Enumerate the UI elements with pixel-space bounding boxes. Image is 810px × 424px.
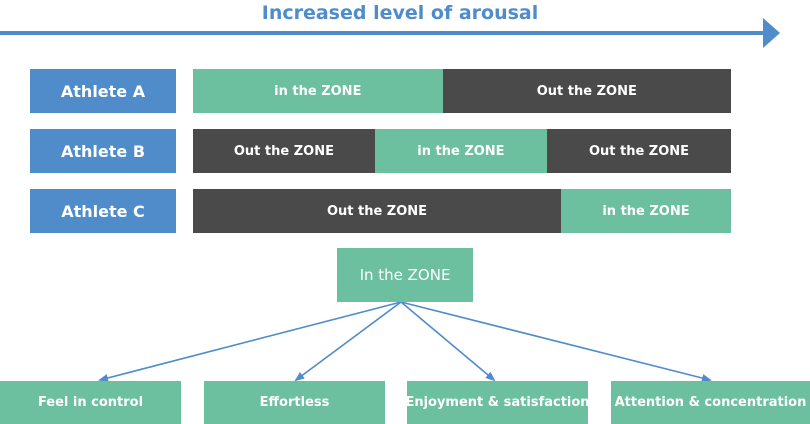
arousal-axis-title: Increased level of arousal xyxy=(261,2,539,24)
arousal-arrow-head xyxy=(763,18,780,48)
athlete-a-label: Athlete A xyxy=(30,69,176,113)
connector-arrow-3 xyxy=(400,301,496,382)
outcome-feel-in-control: Feel in control xyxy=(0,381,181,424)
athlete-b-segment-3: Out the ZONE xyxy=(547,129,731,173)
in-the-zone-box: In the ZONE xyxy=(337,248,473,302)
connector-arrow-4 xyxy=(400,301,712,382)
athlete-a-segment-2: Out the ZONE xyxy=(442,69,731,113)
athlete-b-segment-1: Out the ZONE xyxy=(193,129,375,173)
connector-arrow-1 xyxy=(98,301,402,382)
athlete-b-segment-2: in the ZONE xyxy=(374,129,547,173)
athlete-c-segment-2: in the ZONE xyxy=(560,189,731,233)
athlete-c-segment-1: Out the ZONE xyxy=(193,189,561,233)
outcome-enjoyment-satisfaction: Enjoyment & satisfaction xyxy=(407,381,588,424)
outcome-effortless: Effortless xyxy=(204,381,385,424)
outcome-attention-concentration: Attention & concentration xyxy=(611,381,810,424)
connector-arrow-2 xyxy=(294,301,402,382)
athlete-b-label: Athlete B xyxy=(30,129,176,173)
athlete-c-label: Athlete C xyxy=(30,189,176,233)
athlete-a-segment-1: in the ZONE xyxy=(193,69,443,113)
